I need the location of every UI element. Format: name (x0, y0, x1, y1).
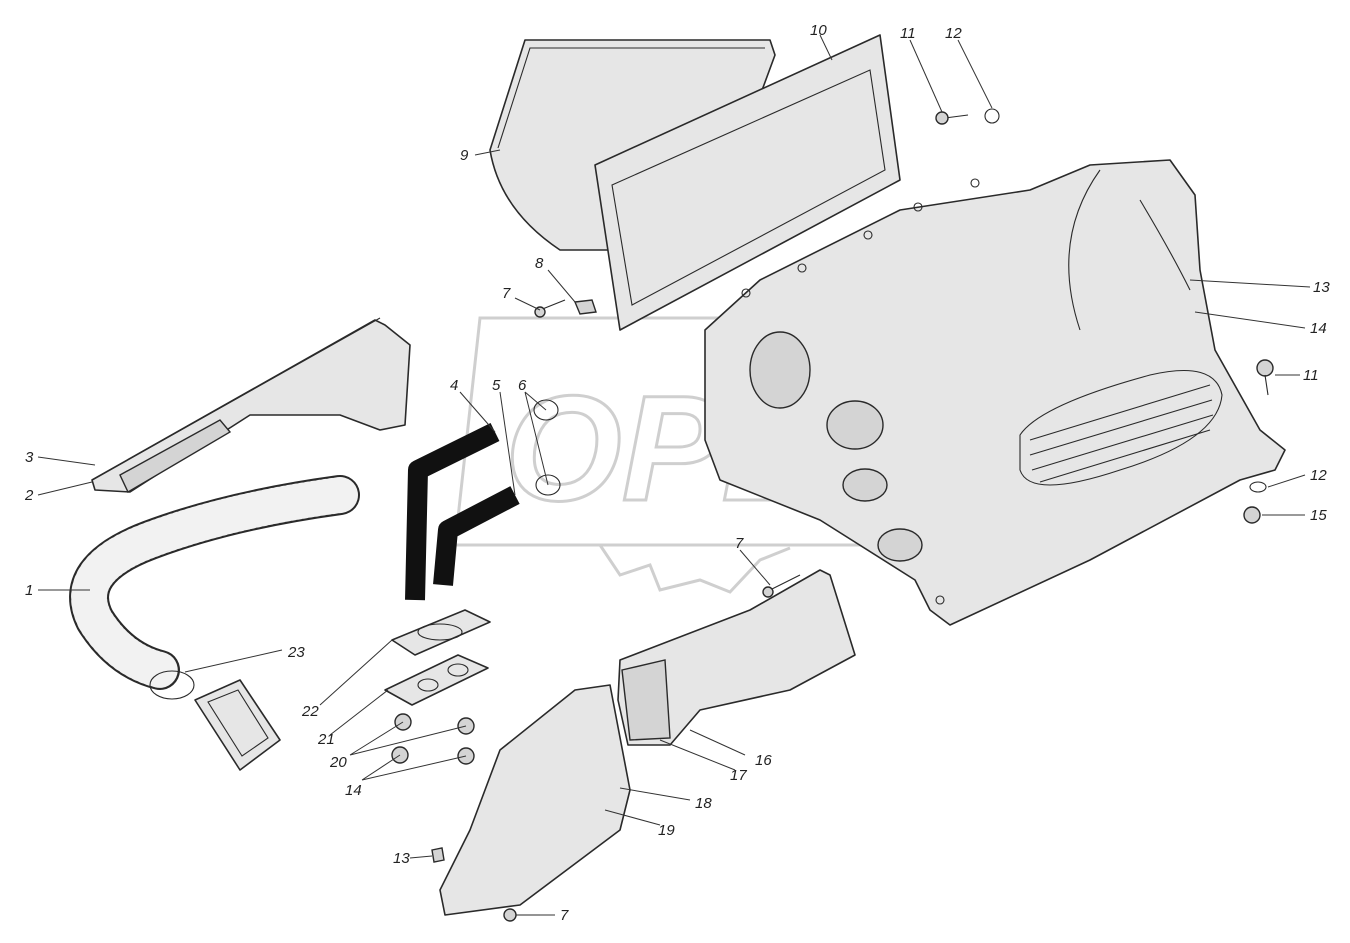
callout-23: 23 (287, 644, 305, 661)
leader-lines (37, 34, 1311, 916)
hose-clamps-6 (533, 399, 561, 496)
callout-19: 19 (658, 822, 675, 839)
callout-9: 9 (460, 147, 469, 164)
callout-13b: 13 (393, 850, 410, 867)
callout-10: 10 (810, 22, 827, 39)
washer-12b (1249, 481, 1267, 493)
clip-13 (431, 847, 445, 863)
corrugated-hose-1 (69, 475, 360, 690)
screw-7c (503, 908, 540, 922)
hose-5 (433, 486, 520, 586)
duct-flange-10 (594, 34, 901, 331)
callout-20: 20 (329, 754, 347, 771)
screw-7b (762, 574, 801, 598)
clamp-23 (149, 670, 195, 700)
callout-14a: 14 (1310, 320, 1327, 337)
callout-4: 4 (450, 377, 458, 394)
callout-17: 17 (730, 767, 747, 784)
nozzle (194, 679, 281, 771)
air-duct-9 (489, 39, 776, 251)
gasket-21 (384, 654, 489, 706)
gasket-22 (391, 609, 491, 656)
nut-15 (1243, 506, 1261, 524)
hose-4 (405, 423, 500, 601)
duct-16-17 (617, 569, 856, 746)
bolt-11a (935, 111, 969, 125)
watermark-gear (598, 544, 791, 594)
callout-12b: 12 (1310, 467, 1327, 484)
washer-12a (984, 108, 1000, 124)
callout-6: 6 (518, 377, 527, 394)
callout-labels: 1 2 3 4 5 6 7 7 7 8 9 10 11 11 12 12 13 … (24, 22, 1330, 924)
callout-13a: 13 (1313, 279, 1330, 296)
callout-1: 1 (25, 582, 33, 599)
callout-15: 15 (1310, 507, 1327, 524)
callout-5: 5 (492, 377, 501, 394)
callout-18: 18 (695, 795, 712, 812)
clip-8 (573, 299, 597, 315)
callout-11b: 11 (1303, 367, 1319, 384)
screw-7a (534, 299, 566, 318)
duct-18-19 (439, 684, 631, 916)
callout-16: 16 (755, 752, 772, 769)
callout-7c: 7 (560, 907, 569, 924)
channel-2-3 (91, 317, 411, 493)
callout-14b: 14 (345, 782, 362, 799)
callout-21: 21 (317, 731, 335, 748)
callout-7a: 7 (502, 285, 511, 302)
callout-11a: 11 (900, 25, 916, 42)
heater-housing (704, 159, 1286, 626)
callout-2: 2 (24, 487, 34, 504)
callout-8: 8 (535, 255, 544, 272)
callout-12a: 12 (945, 25, 962, 42)
callout-7b: 7 (735, 535, 744, 552)
callout-22: 22 (301, 703, 319, 720)
callout-3: 3 (25, 449, 34, 466)
bolt-11b (1256, 359, 1274, 396)
